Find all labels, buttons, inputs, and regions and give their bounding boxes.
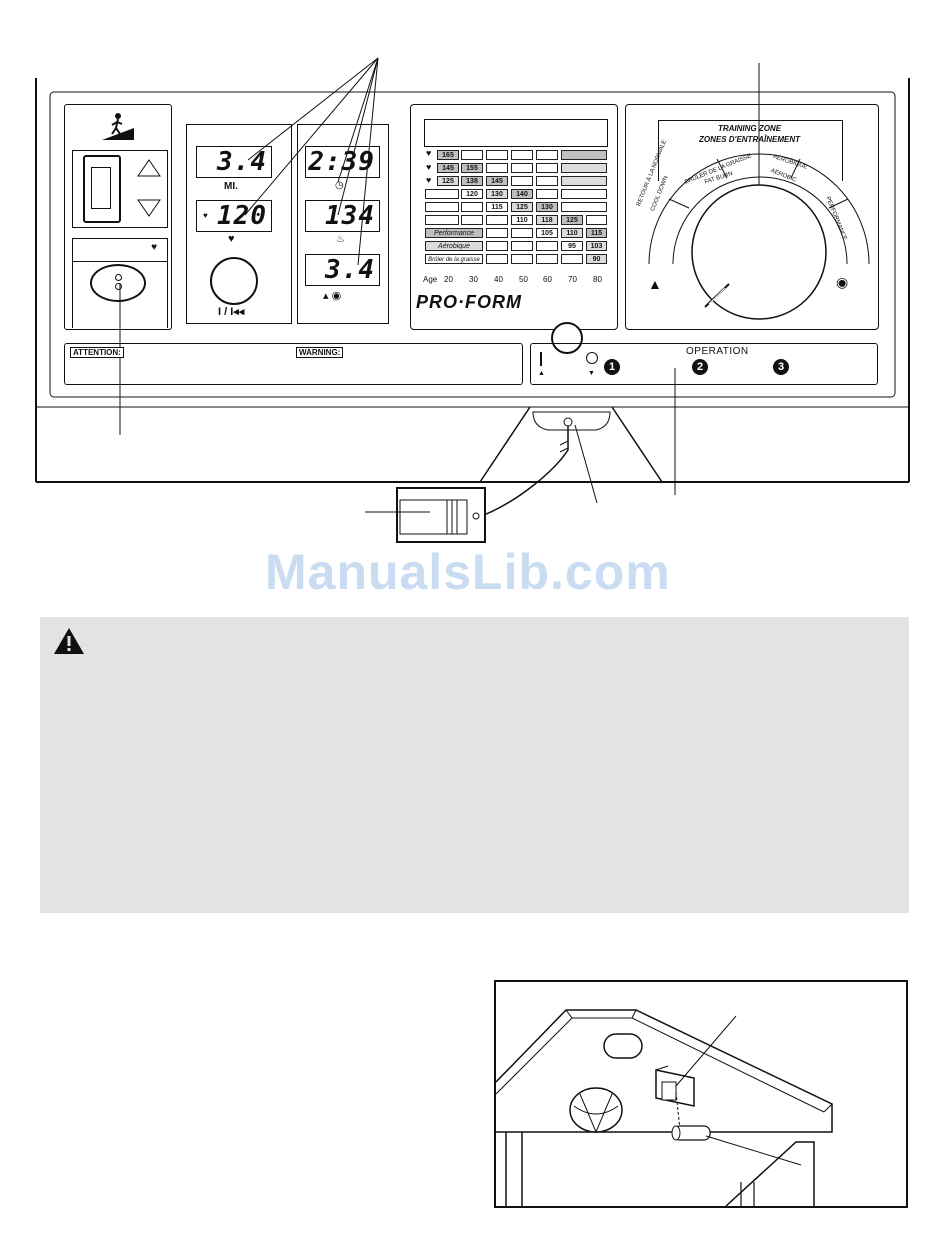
age-tick: 80 [593, 275, 602, 284]
start-reset-label: I / I◂◂ [218, 306, 245, 318]
safety-key[interactable] [551, 322, 583, 354]
heart-icon: ♥ [426, 162, 432, 172]
incline-buttons[interactable] [136, 158, 162, 218]
flame-icon: ♨ [336, 234, 345, 245]
age-tick: 50 [519, 275, 528, 284]
age-label: Age [423, 275, 438, 284]
incline-display [83, 155, 121, 223]
underside-line-art [495, 1009, 833, 1207]
operation-bar [530, 343, 878, 385]
speed-display: 3.4 [305, 254, 380, 286]
warning-badge: WARNING: [296, 347, 344, 358]
training-zone-title-fr: ZONES D'ENTRAÎNEMENT [698, 135, 800, 144]
attention-badge: ATTENTION: [70, 347, 124, 358]
heart-rate-chart-panel [410, 104, 618, 330]
distance-unit-label: MI. [224, 181, 238, 192]
underside-figure [494, 980, 908, 1208]
walker-icon [102, 113, 134, 140]
watermark: ManualsLib.com [265, 544, 671, 600]
clock-icon: ◷ [335, 180, 344, 191]
incline-up-button [137, 159, 161, 177]
training-zone-dial [648, 153, 870, 320]
rabbit-icon: ◉ [836, 274, 849, 290]
off-symbol [586, 352, 598, 364]
operation-step-1: 1 [604, 359, 620, 375]
operation-title: OPERATION [686, 346, 749, 357]
start-reset-button[interactable] [210, 257, 258, 305]
heart-icon: ♥ [151, 242, 157, 253]
warning-label-bar [64, 343, 523, 385]
pulse-display: ♥ 120 [196, 200, 272, 232]
time-display: 2:39 [305, 146, 380, 178]
heart-icon: ♥ [203, 211, 208, 220]
age-tick: 60 [543, 275, 552, 284]
console-line-art [35, 57, 910, 543]
pulse-sensor-button[interactable] [90, 264, 146, 302]
incline-down-button [137, 199, 161, 217]
heart-icon: ♥ [228, 233, 235, 245]
heart-icon: ♥ [426, 148, 432, 158]
display-panel-right [297, 124, 389, 324]
calories-display: 134 [305, 200, 380, 232]
on-symbol [540, 352, 542, 366]
operation-step-3: 3 [773, 359, 789, 375]
display-panel-left [186, 124, 292, 324]
brand-logo: PRO·FORM [416, 292, 522, 312]
distance-display: 3.4 [196, 146, 272, 178]
incline-pulse-panel [64, 104, 172, 330]
operation-step-2: 2 [692, 359, 708, 375]
age-tick: 20 [444, 275, 453, 284]
incline-control-box [72, 150, 168, 228]
arrow-down-icon: ▼ [588, 370, 595, 377]
chart-title-box [424, 119, 608, 147]
age-tick: 40 [494, 275, 503, 284]
turtle-rabbit-icon: ▴ ◉ [323, 290, 342, 302]
turtle-icon: ▲ [648, 276, 662, 292]
training-zone-panel [625, 104, 879, 330]
age-tick: 30 [469, 275, 478, 284]
heart-icon: ♥ [426, 175, 432, 185]
warning-triangle-icon [54, 628, 84, 654]
age-tick: 70 [568, 275, 577, 284]
arrow-up-icon: ▲ [538, 370, 545, 377]
pulse-label-box: ♥ [72, 238, 168, 262]
training-zone-title: TRAINING ZONE [717, 124, 782, 133]
warning-box [40, 617, 909, 913]
